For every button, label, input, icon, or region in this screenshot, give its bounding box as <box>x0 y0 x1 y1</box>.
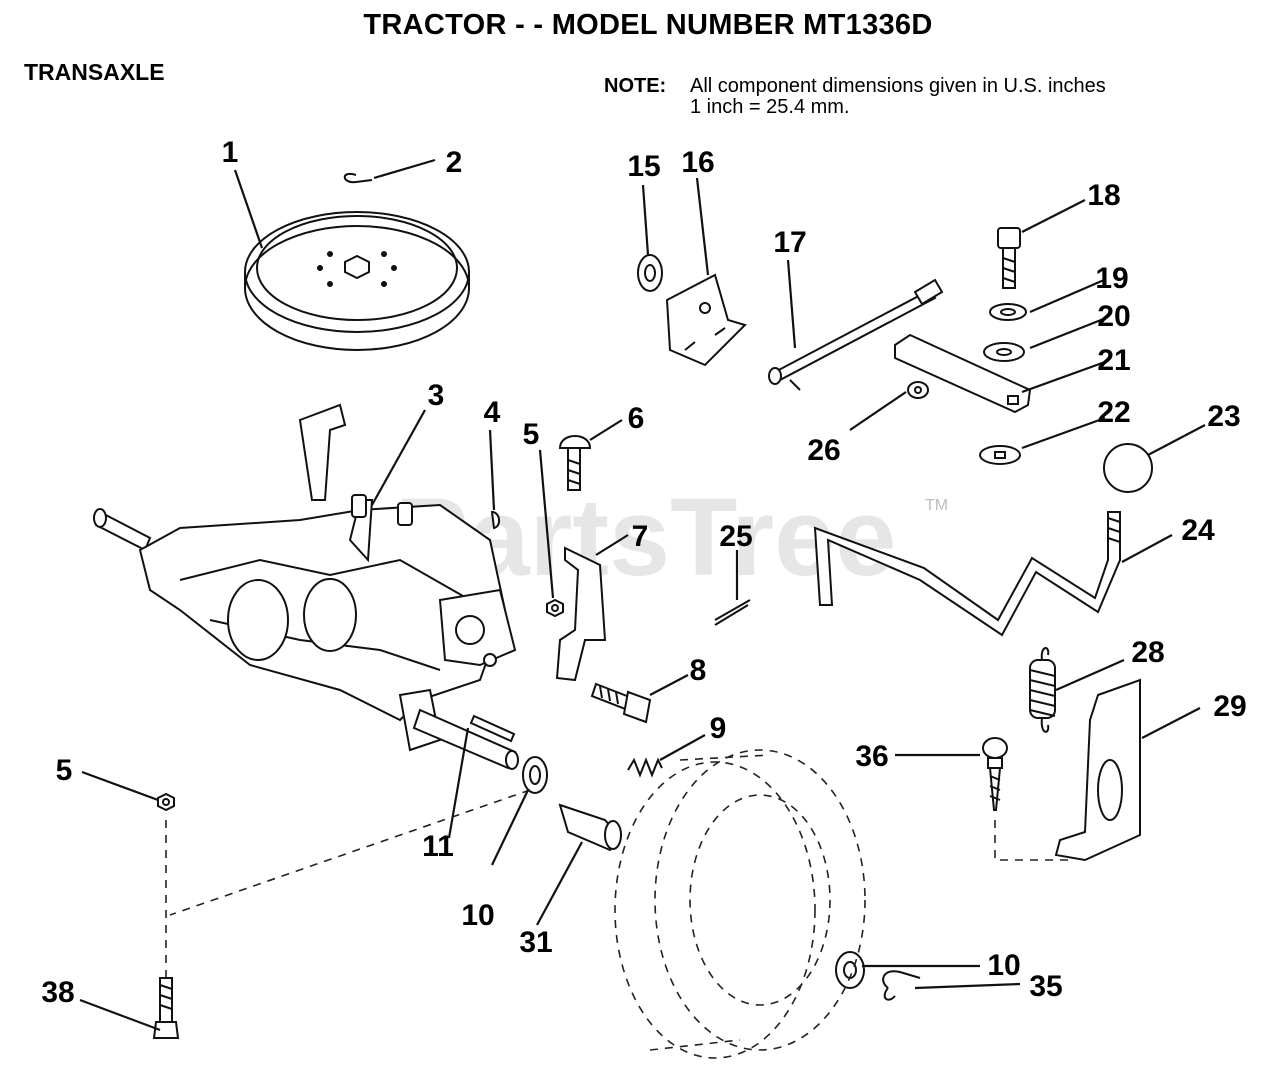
pin-drawing <box>490 510 500 530</box>
callout-31: 31 <box>519 926 552 959</box>
callout-22: 22 <box>1097 396 1130 429</box>
transaxle-drawing <box>93 403 519 770</box>
e-clip-drawing <box>882 970 921 1001</box>
nut-drawing <box>546 598 564 618</box>
callout-8: 8 <box>690 654 707 687</box>
note-label: NOTE: <box>604 75 666 97</box>
self-tapping-screw-drawing <box>982 737 1008 811</box>
shift-knob-drawing <box>1103 443 1153 493</box>
washer-drawing <box>522 756 548 794</box>
cotter-pin-drawing <box>714 599 751 626</box>
callout-9: 9 <box>710 712 727 745</box>
callout-38: 38 <box>41 976 74 1009</box>
nut-drawing-lower <box>157 792 175 812</box>
ferrule-drawing <box>907 381 929 399</box>
callout-15: 15 <box>627 150 660 183</box>
callout-23: 23 <box>1207 400 1240 433</box>
callout-20: 20 <box>1097 300 1130 333</box>
alignment-lines <box>165 789 1070 1000</box>
pulley-drawing <box>244 211 470 351</box>
callout-24: 24 <box>1181 514 1215 547</box>
spacer-drawing <box>558 803 622 852</box>
wheel-drawing <box>614 749 866 1059</box>
cap-screw-drawing <box>997 227 1021 289</box>
callout-10-lower: 10 <box>987 949 1020 982</box>
note-line-2: 1 inch = 25.4 mm. <box>690 96 850 118</box>
callout-5-lower: 5 <box>56 754 73 787</box>
callout-5: 5 <box>523 418 540 451</box>
bracket-drawing <box>555 546 607 682</box>
spring-bracket-drawing <box>1054 678 1141 862</box>
callout-11: 11 <box>422 830 454 863</box>
long-bolt-drawing <box>152 977 180 1039</box>
callout-19: 19 <box>1095 262 1128 295</box>
callout-4: 4 <box>484 396 501 429</box>
callout-28: 28 <box>1131 636 1164 669</box>
mounting-bracket-drawing <box>665 273 747 367</box>
linkage-rod-drawing <box>768 278 944 391</box>
section-title: TRANSAXLE <box>24 59 165 85</box>
shift-lever-threads <box>1107 517 1121 543</box>
callout-17: 17 <box>773 226 806 259</box>
callout-6: 6 <box>628 402 645 435</box>
callout-35: 35 <box>1029 970 1062 1003</box>
flat-washer-drawing <box>637 254 663 292</box>
callout-10: 10 <box>461 899 494 932</box>
flat-washer-20-drawing <box>983 342 1025 362</box>
callout-25: 25 <box>719 520 752 553</box>
callout-2: 2 <box>446 146 463 179</box>
callout-3: 3 <box>428 379 445 412</box>
square-hole-washer-drawing <box>979 445 1021 465</box>
shift-lever-drawing <box>813 511 1121 637</box>
callout-29: 29 <box>1213 690 1246 723</box>
callout-labels: 1 2 3 4 5 6 7 8 9 10 11 31 5 38 15 16 17… <box>41 136 1246 1009</box>
callout-1: 1 <box>222 136 239 169</box>
washer-drawing-lower <box>835 951 865 989</box>
link-plate-drawing <box>894 333 1032 414</box>
callout-16: 16 <box>681 146 714 179</box>
callout-21: 21 <box>1097 344 1130 377</box>
callout-7: 7 <box>632 520 649 553</box>
clip-drawing <box>343 172 373 184</box>
callout-18: 18 <box>1087 179 1120 212</box>
callout-26: 26 <box>807 434 840 467</box>
extension-spring-drawing <box>1029 647 1056 733</box>
lock-washer-drawing <box>989 303 1027 321</box>
note-line-1: All component dimensions given in U.S. i… <box>690 75 1106 97</box>
spring-drawing <box>627 757 663 778</box>
carriage-bolt-drawing <box>558 435 592 491</box>
hex-bolt-drawing <box>590 682 652 724</box>
callout-36: 36 <box>855 740 888 773</box>
watermark-trademark: TM <box>925 497 948 514</box>
page-title: TRACTOR - - MODEL NUMBER MT1336D <box>363 9 932 41</box>
leader-lines <box>79 158 1206 1032</box>
